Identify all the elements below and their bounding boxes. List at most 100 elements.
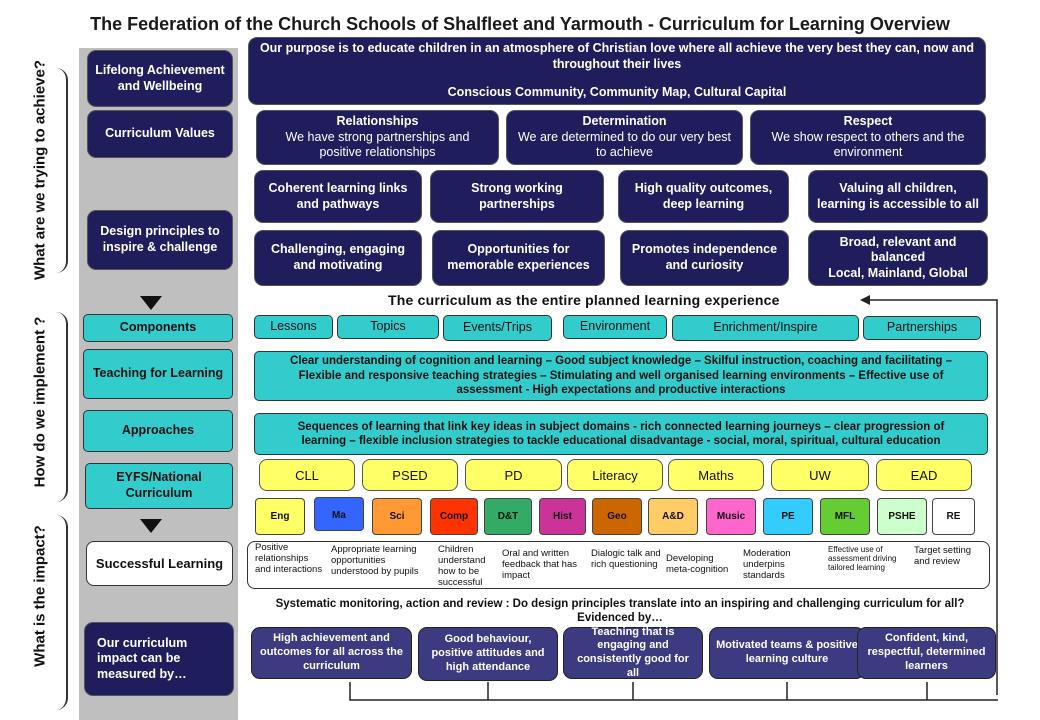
brace-achieve <box>56 68 68 273</box>
arrow-down-1 <box>140 296 162 310</box>
component-events: Events/Trips <box>443 315 552 341</box>
return-arrow <box>860 295 998 695</box>
side-label-achieve: What are we trying to achieve? <box>31 59 49 281</box>
subject-label: Geo <box>607 511 627 522</box>
monitoring-text: Systematic monitoring, action and review… <box>275 598 965 610</box>
principle-quality: High quality outcomes, deep learning <box>618 170 789 223</box>
principle-challenging: Challenging, engaging and motivating <box>254 230 422 286</box>
subject-ad: A&D <box>648 498 698 535</box>
subject-label: Hist <box>553 511 572 522</box>
subject-dt: D&T <box>484 498 532 535</box>
principle-valuing: Valuing all children, learning is access… <box>808 170 988 223</box>
subject-music: Music <box>706 498 756 535</box>
eyfs-psed: PSED <box>362 459 458 491</box>
outcome-confident: Confident, kind, respectful, determined … <box>857 627 996 679</box>
outcome-motivated: Motivated teams & positive learning cult… <box>709 627 865 679</box>
row-label-successful: Successful Learning <box>86 541 233 586</box>
principle-broad: Broad, relevant and balanced Local, Main… <box>808 230 988 286</box>
subject-geo: Geo <box>592 498 642 535</box>
value-title: Respect <box>843 114 893 129</box>
outcome-achievement: High achievement and outcomes for all ac… <box>251 627 412 679</box>
side-label-implement: How do we implement ? <box>31 316 49 488</box>
eyfs-uw: UW <box>771 459 869 491</box>
principle-broad-extra: Local, Mainland, Global <box>828 265 968 280</box>
successful-item: Oral and written feedback that has impac… <box>502 548 577 581</box>
component-environment: Environment <box>563 315 667 339</box>
purpose-text: Our purpose is to educate children in an… <box>259 41 975 71</box>
successful-item: Appropriate learning opportunities under… <box>331 544 419 577</box>
subject-sci: Sci <box>372 498 422 535</box>
value-respect: Respect We show respect to others and th… <box>750 110 986 165</box>
successful-learning-box <box>247 541 990 589</box>
value-determination: Determination We are determined to do ou… <box>506 110 743 165</box>
eyfs-maths: Maths <box>668 459 764 491</box>
evidence-bracket <box>349 682 998 701</box>
principle-independence: Promotes independence and curiosity <box>620 230 789 286</box>
component-partnerships: Partnerships <box>863 316 981 340</box>
curriculum-line: The curriculum as the entire planned lea… <box>388 292 780 308</box>
approaches-text: Sequences of learning that link key idea… <box>254 413 988 455</box>
outcome-teaching: Teaching that is engaging and consistent… <box>563 626 703 679</box>
subject-label: A&D <box>662 511 684 522</box>
row-label-components: Components <box>83 314 233 342</box>
row-label-eyfs: EYFS/National Curriculum <box>85 463 233 509</box>
subject-pe: PE <box>763 498 813 535</box>
successful-item: Effective use of assessment driving tail… <box>828 545 897 573</box>
value-text: We are determined to do our very best to… <box>517 129 732 160</box>
value-text: We show respect to others and the enviro… <box>771 129 965 160</box>
side-label-impact: What is the impact? <box>31 525 49 667</box>
subject-label: PSHE <box>888 511 916 522</box>
principle-coherent: Coherent learning links and pathways <box>254 170 422 223</box>
component-enrichment: Enrichment/Inspire <box>672 315 859 341</box>
row-label-teaching: Teaching for Learning <box>83 349 233 399</box>
page-title: The Federation of the Church Schools of … <box>90 14 950 34</box>
row-label-impact: Our curriculum impact can be measured by… <box>84 622 234 696</box>
purpose-box: Our purpose is to educate children in an… <box>248 37 986 105</box>
outcome-behaviour: Good behaviour, positive attitudes and h… <box>418 627 558 681</box>
principle-broad-text: Broad, relevant and balanced <box>839 234 957 265</box>
principle-memorable: Opportunities for memorable experiences <box>432 230 605 286</box>
evidenced-by: Evidenced by… <box>577 612 663 624</box>
component-lessons: Lessons <box>254 315 333 339</box>
successful-item: Target setting and review <box>914 545 972 567</box>
brace-impact <box>56 515 68 710</box>
successful-item: Developing meta-cognition <box>666 553 729 575</box>
successful-item: Positive relationships and interactions <box>255 542 323 575</box>
subject-label: Ma <box>332 510 346 521</box>
subject-label: Eng <box>270 511 290 522</box>
row-label-design: Design principles to inspire & challenge <box>87 210 233 270</box>
value-title: Determination <box>582 114 667 129</box>
row-label-approaches: Approaches <box>83 410 233 452</box>
subject-pshe: PSHE <box>877 498 927 535</box>
subject-re: RE <box>932 498 975 535</box>
eyfs-literacy: Literacy <box>567 459 663 491</box>
eyfs-pd: PD <box>465 459 562 491</box>
row-label-values: Curriculum Values <box>87 110 233 158</box>
arrow-down-2 <box>140 519 162 533</box>
successful-item: Children understand how to be successful <box>438 544 486 588</box>
brace-implement <box>56 312 68 502</box>
value-relationships: Relationships We have strong partnership… <box>256 110 499 165</box>
subject-label: Comp <box>439 511 469 522</box>
subject-label: D&T <box>497 511 519 522</box>
eyfs-cll: CLL <box>259 459 355 491</box>
subject-label: Sci <box>389 511 405 522</box>
eyfs-ead: EAD <box>876 459 972 491</box>
row-label-lifelong: Lifelong Achievement and Wellbeing <box>87 50 233 107</box>
purpose-sub: Conscious Community, Community Map, Cult… <box>447 85 787 100</box>
teaching-text: Clear understanding of cognition and lea… <box>254 351 988 401</box>
subject-ma: Ma <box>314 497 364 531</box>
component-topics: Topics <box>337 315 439 339</box>
subject-label: PE <box>781 511 795 522</box>
subject-hist: Hist <box>539 498 586 535</box>
successful-item: Moderation underpins standards <box>743 548 791 581</box>
principle-partnerships: Strong working partnerships <box>430 170 604 223</box>
subject-comp: Comp <box>430 498 478 535</box>
subject-eng: Eng <box>255 498 305 535</box>
value-text: We have strong partnerships and positive… <box>285 129 470 160</box>
successful-item: Dialogic talk and rich questioning <box>591 548 661 570</box>
value-title: Relationships <box>336 114 419 129</box>
subject-label: RE <box>946 511 961 522</box>
subject-mfl: MFL <box>820 498 870 535</box>
subject-label: Music <box>716 511 746 522</box>
